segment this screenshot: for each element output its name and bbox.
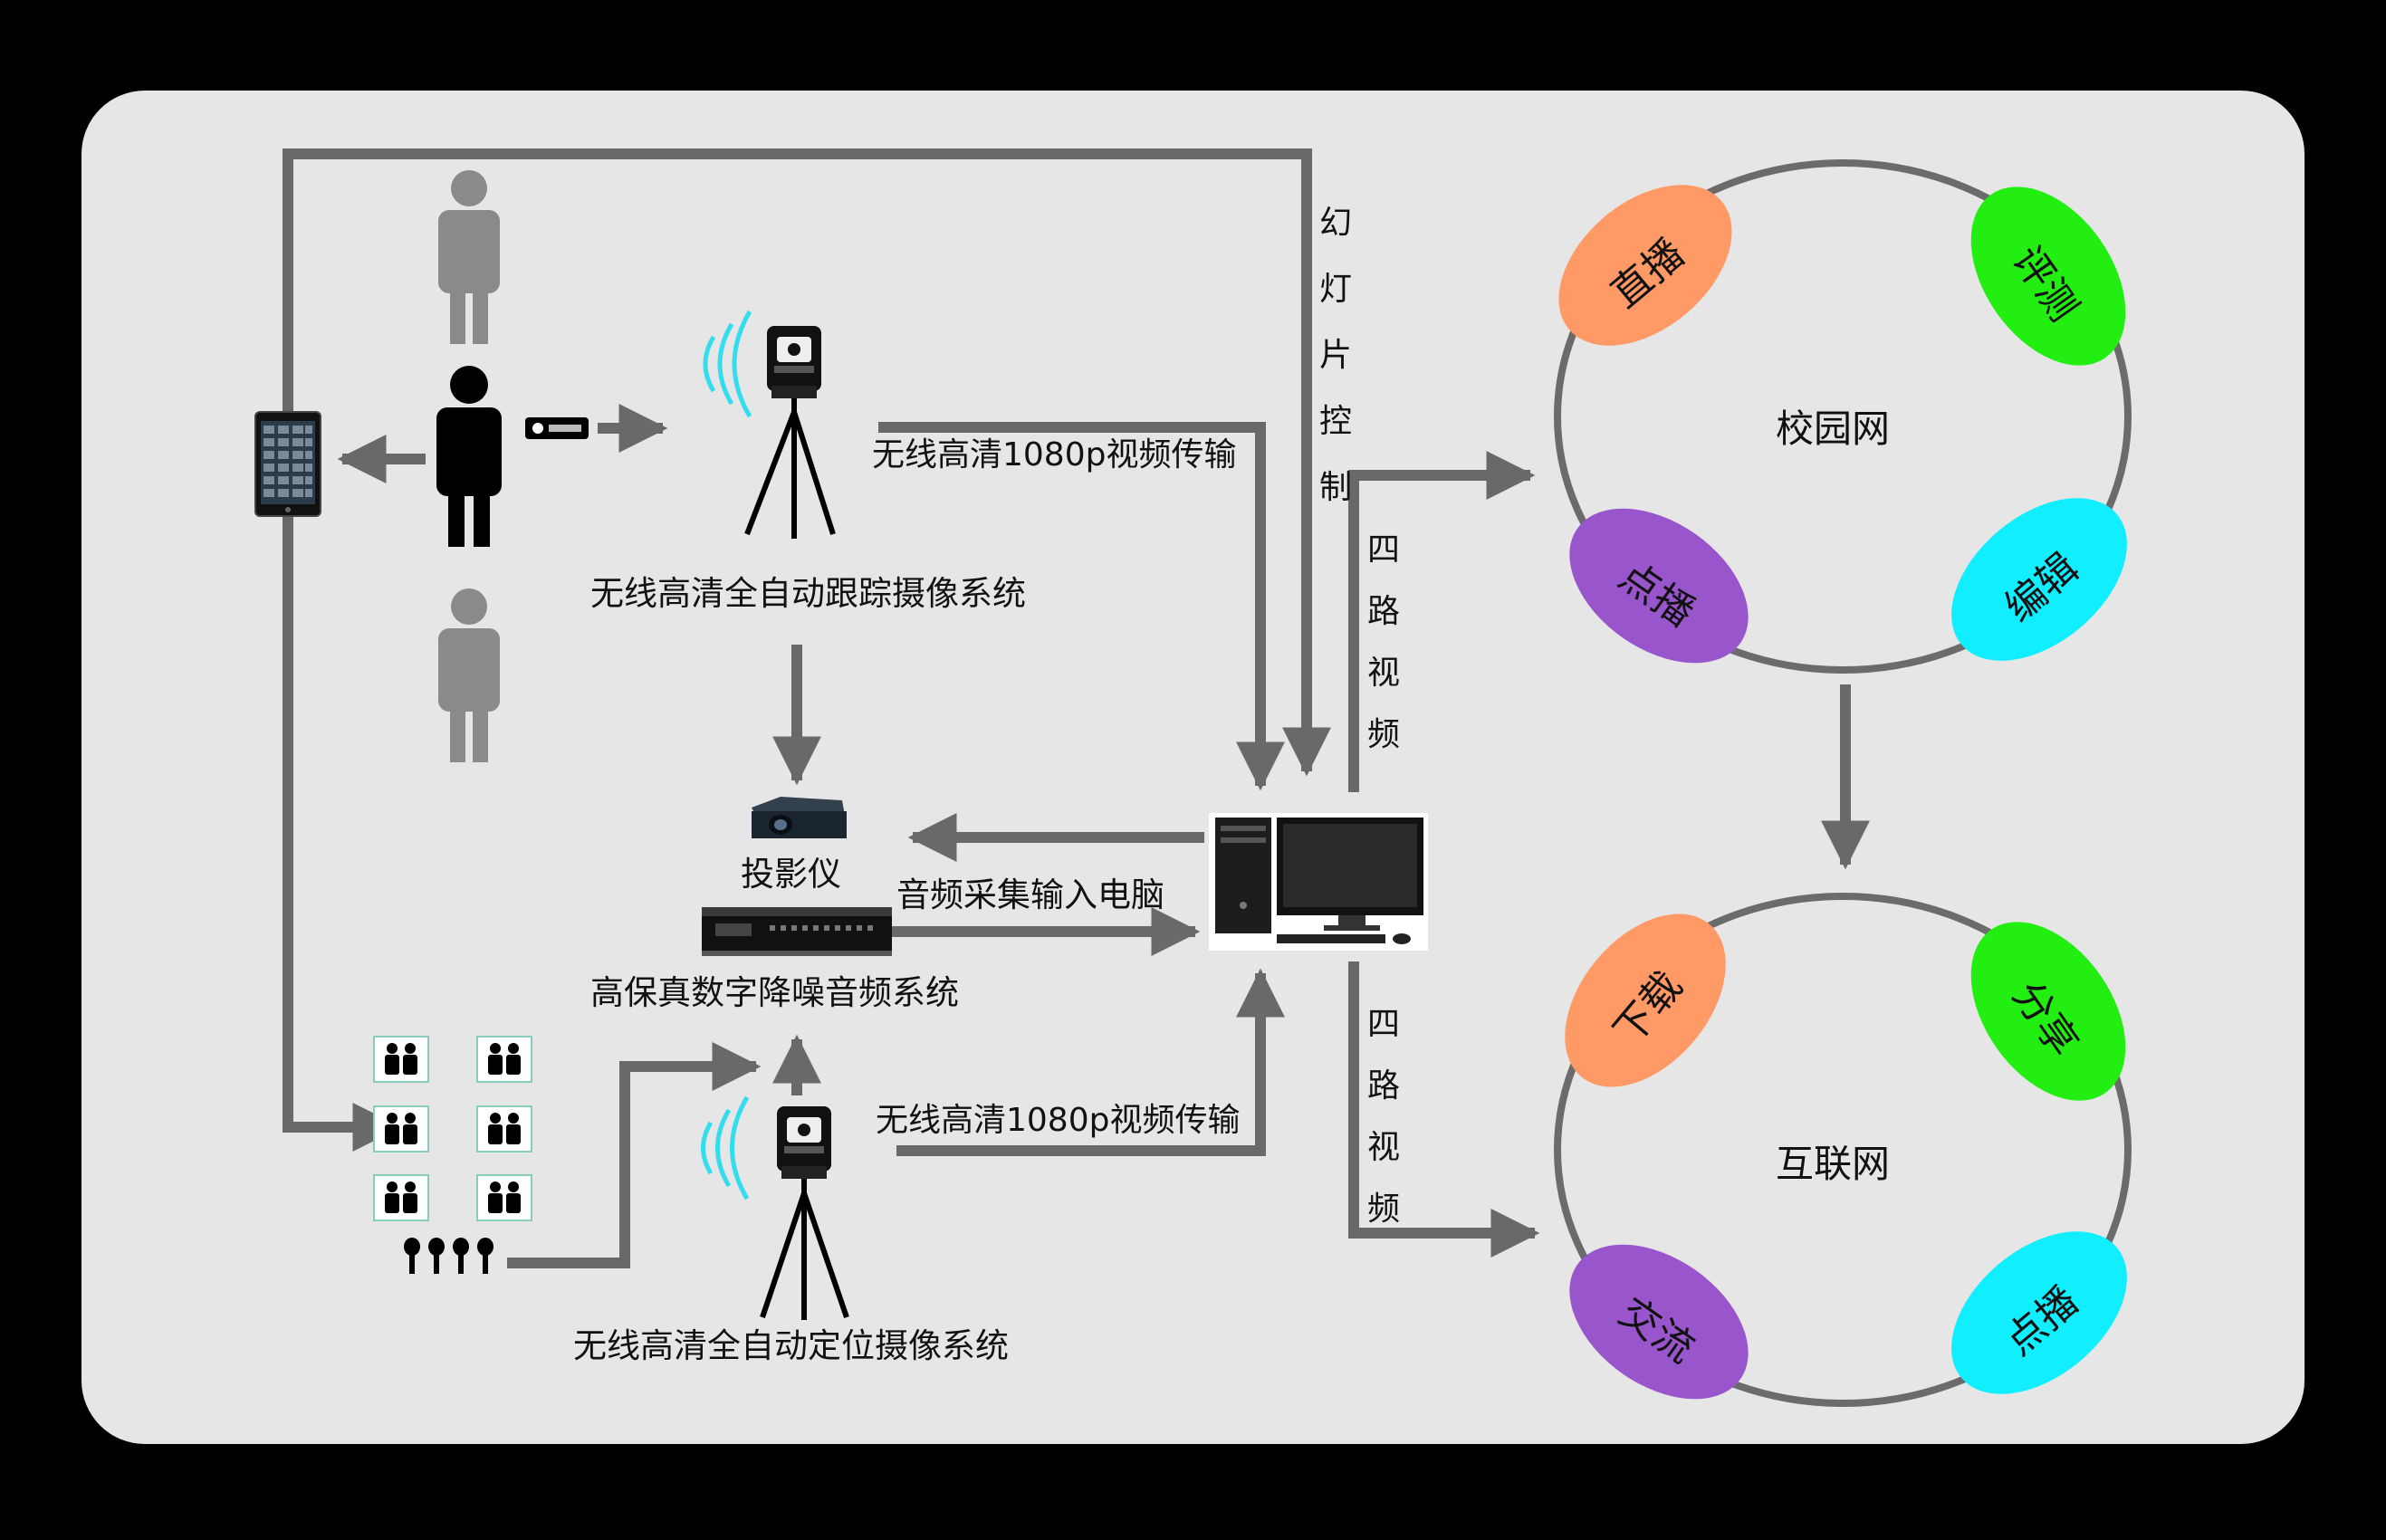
internet-node-share (1970, 922, 2126, 1101)
slide-control-char: 灯 (1318, 271, 1352, 308)
internet-title: 互联网 (1776, 1142, 1891, 1186)
computer-icon (1209, 813, 1428, 951)
audience-seat-icon (476, 1105, 532, 1153)
connectors (283, 148, 1870, 1268)
pc-to-internet-arrow (1348, 961, 1540, 1258)
wireless-signal-icon (701, 1095, 750, 1200)
person-icon (438, 170, 500, 344)
pc-to-campus-arrow (1348, 451, 1536, 792)
wireless-signal-icon (703, 310, 752, 418)
four-video-char: 视 (1366, 1129, 1400, 1166)
audience-grid (373, 1036, 532, 1221)
slide-control-label: 幻 灯 片 控 制 (1313, 190, 1358, 521)
audio-system-label: 高保真数字降噪音频系统 (590, 973, 959, 1012)
four-video-char: 四 (1366, 1006, 1400, 1043)
tablet-remote-icon (254, 411, 321, 517)
slide-control-char: 控 (1318, 403, 1352, 440)
tablet-to-audience-arrow (283, 507, 402, 1152)
wireless-video-bottom-label: 无线高清1080p视频传输 (876, 1102, 1241, 1139)
internet-node-download (1565, 913, 1726, 1087)
tracking-camera-system-label: 无线高清全自动跟踪摄像系统 (590, 574, 1026, 613)
audience-seat-icon (476, 1174, 532, 1221)
four-video-bottom-label: 四 路 视 频 (1361, 994, 1406, 1240)
internet-ring (1554, 893, 2132, 1407)
audience-seat-icon (476, 1036, 532, 1083)
campus-node-evaluation (1970, 187, 2126, 366)
presenter-person-icon (436, 366, 502, 547)
positioning-camera-system-label: 无线高清全自动定位摄像系统 (573, 1326, 1009, 1365)
audience-seat-icon (373, 1036, 429, 1083)
slide-control-char: 制 (1318, 469, 1352, 506)
audience-seat-icon (373, 1105, 429, 1153)
mics-to-audio-arrow (507, 1042, 762, 1268)
bottom-camera-to-pc-arrow (896, 968, 1285, 1156)
four-video-char: 路 (1366, 593, 1400, 630)
top-camera-to-pc-arrow (878, 422, 1285, 791)
four-video-char: 频 (1366, 1191, 1400, 1228)
microphones-icon (404, 1238, 493, 1274)
slide-control-char: 片 (1318, 337, 1352, 374)
slide-control-arrow (283, 148, 1331, 777)
slide-control-char: 幻 (1318, 205, 1352, 242)
campus-node-live (1558, 185, 1732, 346)
campus-network-ring (1554, 159, 2132, 674)
four-video-char: 路 (1366, 1067, 1400, 1105)
four-video-top-label: 四 路 视 频 (1361, 520, 1406, 766)
audience-seat-icon (373, 1174, 429, 1221)
audio-processor-icon (702, 907, 892, 956)
wireless-video-top-label: 无线高清1080p视频传输 (872, 436, 1237, 473)
internet-node-vod (1951, 1231, 2127, 1394)
person-icon (438, 588, 500, 762)
audio-to-pc-label: 音频采集输入电脑 (896, 875, 1164, 914)
four-video-char: 视 (1366, 655, 1400, 692)
tracking-camera-icon (744, 326, 836, 539)
positioning-camera-icon (760, 1106, 849, 1320)
four-video-char: 四 (1366, 531, 1400, 569)
internet-node-exchange (1569, 1244, 1749, 1400)
projector-icon (752, 797, 847, 838)
campus-network-title: 校园网 (1776, 407, 1891, 451)
four-video-char: 频 (1366, 716, 1400, 753)
projector-label: 投影仪 (741, 855, 841, 894)
presenter-tag-icon (525, 417, 589, 439)
campus-node-edit (1951, 498, 2127, 661)
campus-node-vod (1569, 508, 1749, 664)
